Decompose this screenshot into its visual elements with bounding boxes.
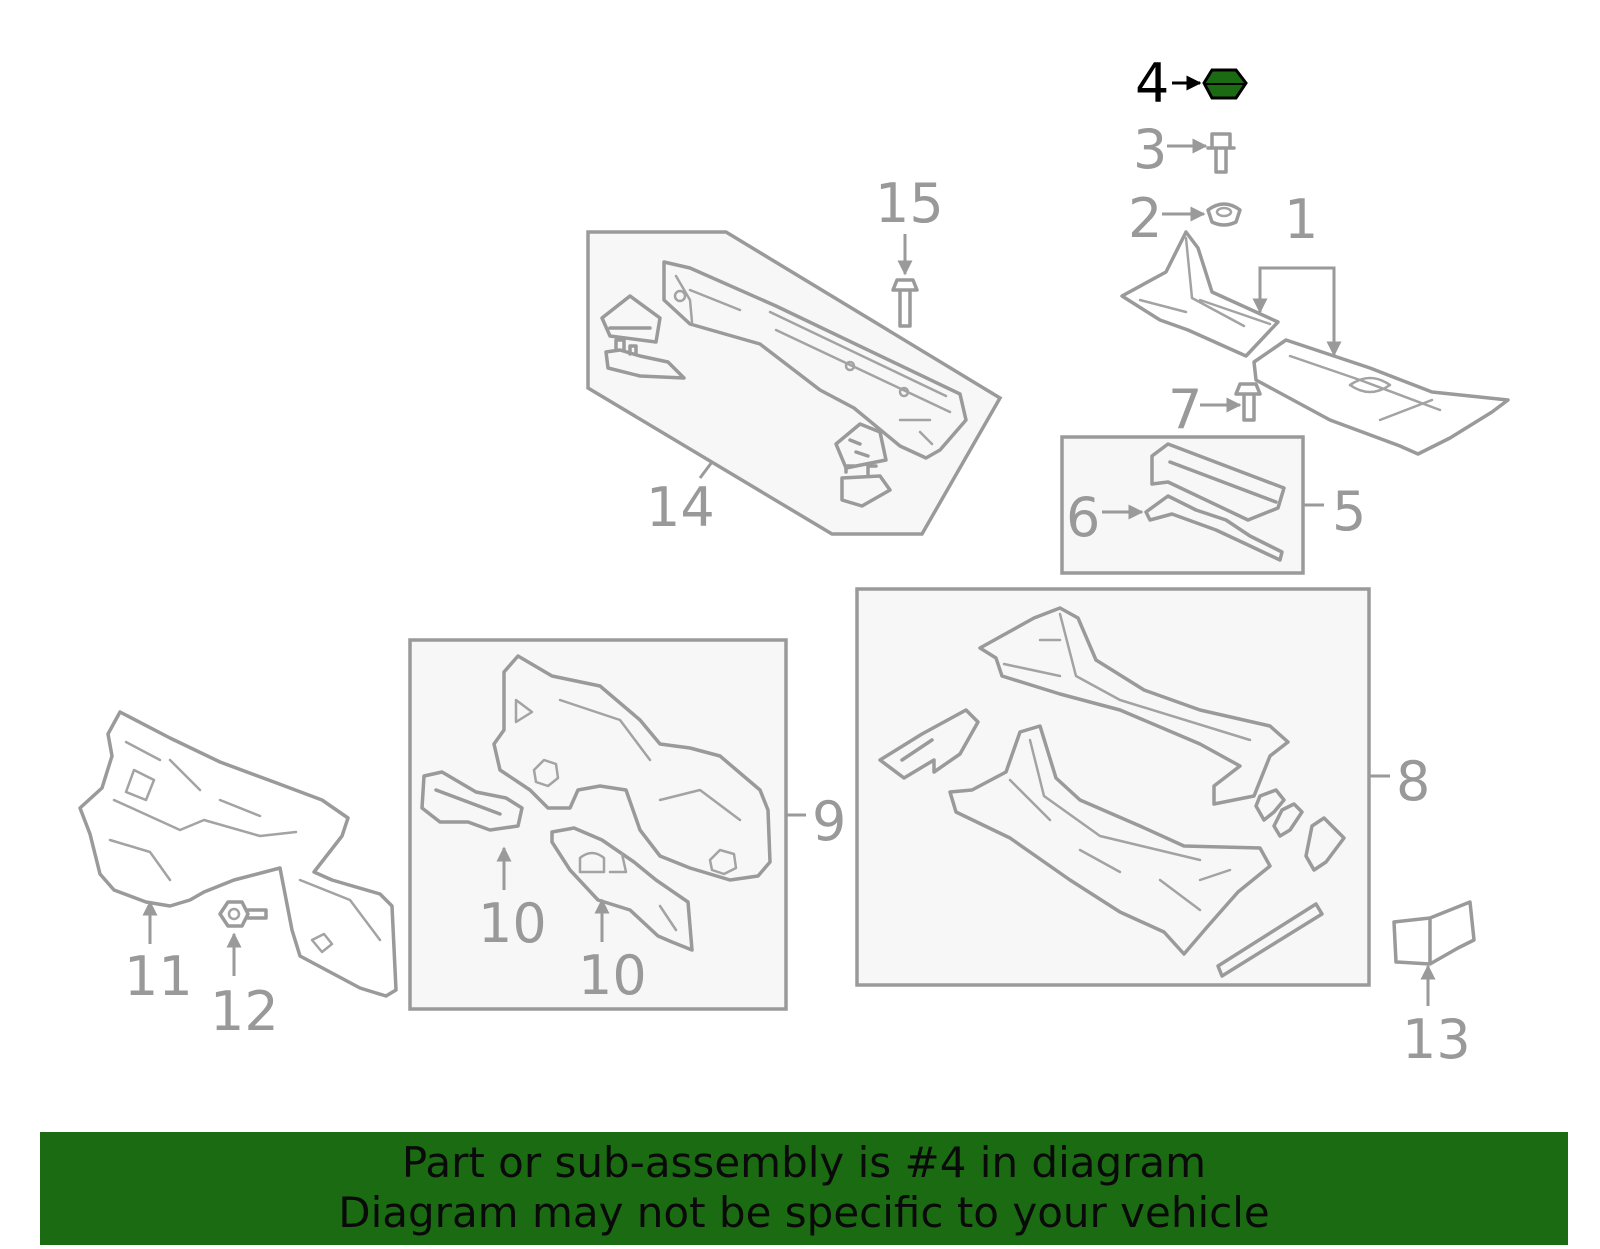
group-14 — [586, 230, 1003, 536]
callout-4: 4 — [1135, 52, 1202, 115]
callout-12-label: 12 — [210, 980, 279, 1043]
callout-15: 15 — [875, 172, 944, 276]
callout-11-label: 11 — [124, 945, 193, 1008]
callout-10b-label: 10 — [578, 944, 647, 1007]
callout-9: 9 — [787, 790, 846, 853]
callout-5: 5 — [1304, 480, 1366, 543]
part-13-bracket[interactable] — [1392, 900, 1476, 966]
part-4-nut-icon[interactable] — [1202, 68, 1248, 100]
callout-8-label: 8 — [1396, 750, 1430, 813]
callout-2: 2 — [1128, 187, 1206, 250]
callout-3-label: 3 — [1133, 118, 1167, 181]
callout-4-label: 4 — [1135, 52, 1169, 115]
callout-7: 7 — [1168, 378, 1242, 441]
callout-10b: 10 — [578, 898, 647, 1007]
part-1-cowl-panel[interactable] — [1120, 230, 1510, 456]
callout-5-label: 5 — [1332, 480, 1366, 543]
group-5 — [1060, 435, 1305, 575]
callout-8: 8 — [1370, 750, 1430, 813]
callout-6: 6 — [1066, 486, 1144, 549]
callout-14: 14 — [646, 461, 715, 539]
callout-15-label: 15 — [875, 172, 944, 235]
callout-13: 13 — [1402, 964, 1471, 1071]
callout-9-label: 9 — [812, 790, 846, 853]
callout-13-label: 13 — [1402, 1008, 1471, 1071]
group-8 — [855, 587, 1371, 987]
callout-10a: 10 — [478, 846, 547, 955]
part-3-bolt-icon[interactable] — [1206, 132, 1236, 174]
callout-7-label: 7 — [1168, 378, 1202, 441]
part-12-bolt-icon[interactable] — [218, 900, 268, 928]
group-9 — [408, 638, 788, 1011]
callout-12: 12 — [210, 932, 279, 1043]
callout-1-label: 1 — [1284, 188, 1318, 251]
callout-11: 11 — [124, 900, 193, 1008]
banner-disclaimer: Diagram may not be specific to your vehi… — [338, 1188, 1270, 1237]
callout-6-label: 6 — [1066, 486, 1100, 549]
callout-1: 1 — [1252, 188, 1342, 357]
part-7-bolt-icon[interactable] — [1234, 382, 1262, 422]
callout-10a-label: 10 — [478, 892, 547, 955]
part-15-bolt-icon[interactable] — [891, 278, 919, 328]
callout-14-label: 14 — [646, 476, 715, 539]
part-2-clip-icon[interactable] — [1206, 202, 1242, 227]
callout-2-label: 2 — [1128, 187, 1162, 250]
vehicle-fitment-notice-banner: Part or sub-assembly is #4 in diagram Di… — [40, 1132, 1568, 1245]
callout-3: 3 — [1133, 118, 1208, 181]
banner-part-notice: Part or sub-assembly is #4 in diagram — [401, 1138, 1207, 1187]
